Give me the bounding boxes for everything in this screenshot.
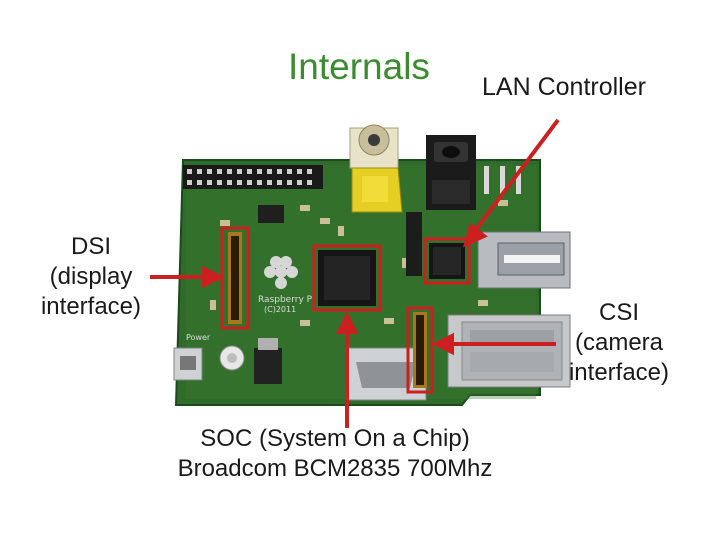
csi-connector bbox=[413, 312, 427, 388]
dsi-connector bbox=[228, 232, 242, 324]
lan-highlight-box bbox=[423, 237, 471, 285]
rca-video-jack bbox=[349, 124, 403, 213]
soc-chip bbox=[318, 250, 376, 306]
soc-label-line1: SOC (System On a Chip) bbox=[200, 425, 470, 452]
csi-label-line2: (camera bbox=[574, 329, 664, 356]
slide-title: Internals bbox=[288, 46, 430, 87]
raspberry-logo bbox=[264, 256, 298, 289]
audio-jack bbox=[426, 135, 476, 210]
power-connector bbox=[173, 347, 203, 381]
lan-arrow bbox=[472, 118, 560, 234]
gpio-header bbox=[183, 165, 323, 189]
dsi-label-line2: (display bbox=[49, 263, 133, 290]
csi-label: CSI (camera interface) bbox=[558, 298, 680, 388]
csi-label-line1: CSI bbox=[598, 299, 639, 326]
soc-label-line2: Broadcom BCM2835 700Mhz bbox=[177, 455, 493, 482]
dsi-label-line3: interface) bbox=[40, 293, 142, 320]
dsi-label: DSI (display interface) bbox=[30, 232, 152, 322]
ethernet-port bbox=[447, 314, 571, 388]
csi-highlight-box bbox=[406, 306, 434, 394]
lan-chip bbox=[429, 243, 465, 279]
voltage-regulator bbox=[254, 348, 282, 384]
lan-controller-label: LAN Controller bbox=[482, 73, 646, 101]
board-power-text: Power bbox=[186, 333, 211, 342]
dsi-label-line1: DSI bbox=[70, 233, 111, 260]
soc-label: SOC (System On a Chip) Broadcom BCM2835 … bbox=[150, 424, 520, 484]
board-year-text: (C)2011 bbox=[264, 305, 296, 314]
usb-port bbox=[477, 231, 571, 289]
soc-highlight-box bbox=[312, 244, 382, 312]
board-brand-text: Raspberry Pi bbox=[258, 295, 314, 305]
csi-label-line3: interface) bbox=[568, 359, 670, 386]
